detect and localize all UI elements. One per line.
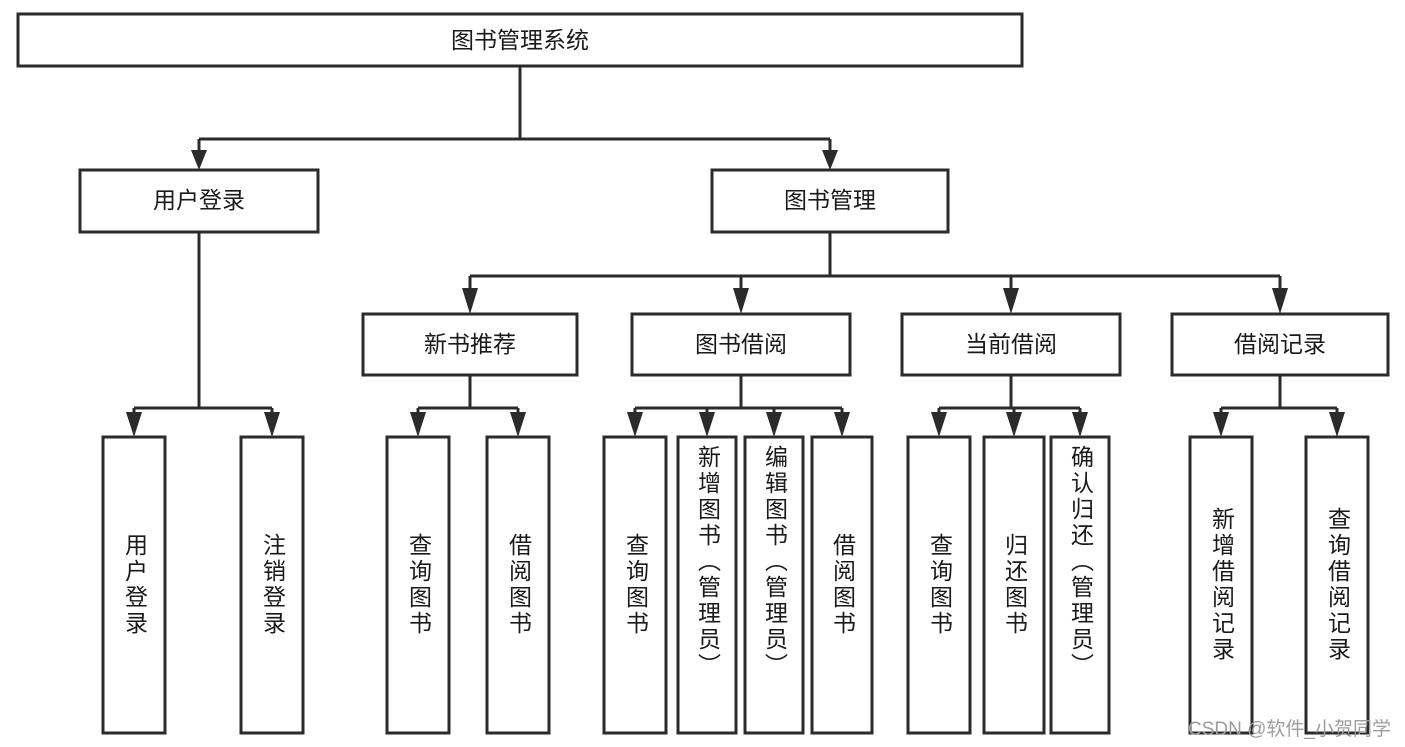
node-leaf-add-book-box[interactable]	[676, 435, 738, 735]
node-leaf-user-login-box[interactable]	[101, 435, 167, 735]
arrow-head-leaf-add-book	[699, 412, 715, 437]
node-user-login-label: 用户登录	[153, 187, 245, 213]
node-book-borrow-label: 图书借阅	[695, 331, 787, 357]
arrow-head-user-login	[191, 150, 207, 170]
node-leaf-edit-book-box[interactable]	[743, 435, 805, 735]
node-leaf-confirm-return-box[interactable]	[1049, 435, 1111, 735]
arrow-head-leaf-logout	[264, 412, 280, 437]
node-new-book-recommend-box[interactable]	[361, 312, 579, 377]
node-leaf-query-book-rec-box[interactable]	[385, 435, 451, 735]
arrow-head-leaf-return-book	[1006, 412, 1022, 437]
arrow-head-leaf-query-book-cb	[931, 412, 947, 437]
arrow-head-leaf-edit-book	[766, 412, 782, 437]
arrow-head-leaf-confirm-return	[1072, 412, 1088, 437]
node-leaf-query-record-box[interactable]	[1304, 435, 1370, 735]
arrow-head-leaf-query-record	[1329, 412, 1345, 437]
node-book-manage-label: 图书管理	[784, 187, 876, 213]
node-current-borrow-label: 当前借阅	[965, 331, 1057, 357]
node-leaf-logout-box[interactable]	[239, 435, 305, 735]
node-leaf-query-book-cb-box[interactable]	[906, 435, 972, 735]
node-leaf-borrow-book-rec-box[interactable]	[485, 435, 551, 735]
arrow-head-leaf-borrow-book-br	[834, 412, 850, 437]
node-book-borrow[interactable]: 图书借阅	[630, 312, 852, 377]
node-book-borrow-box[interactable]	[630, 312, 852, 377]
node-leaf-return-book-box[interactable]	[982, 435, 1046, 735]
node-book-manage[interactable]: 图书管理	[710, 168, 950, 234]
node-leaf-borrow-book-br-box[interactable]	[810, 435, 874, 735]
node-new-book-recommend[interactable]: 新书推荐	[361, 312, 579, 377]
arrow-head-book-borrow	[733, 288, 749, 314]
arrow-head-book-manage	[822, 150, 838, 170]
node-new-book-recommend-label: 新书推荐	[424, 331, 516, 357]
arrow-head-leaf-user-login	[126, 412, 142, 437]
arrow-head-leaf-query-book-rec	[410, 412, 426, 437]
node-leaf-query-book-br-box[interactable]	[602, 435, 668, 735]
arrow-head-new-book-recommend	[462, 288, 478, 314]
node-root-box[interactable]	[16, 12, 1024, 68]
leaf-node-group	[101, 435, 1370, 735]
node-leaf-add-record-box[interactable]	[1188, 435, 1254, 735]
arrow-head-leaf-query-book-br	[627, 412, 643, 437]
arrow-head-borrow-record	[1272, 288, 1288, 314]
node-current-borrow-box[interactable]	[900, 312, 1122, 377]
arrow-head-leaf-borrow-book-rec	[510, 412, 526, 437]
node-borrow-record[interactable]: 借阅记录	[1170, 312, 1390, 377]
node-user-login-box[interactable]	[78, 168, 320, 234]
node-root-label: 图书管理系统	[451, 27, 589, 53]
node-borrow-record-label: 借阅记录	[1234, 331, 1326, 357]
node-book-manage-box[interactable]	[710, 168, 950, 234]
node-user-login[interactable]: 用户登录	[78, 168, 320, 234]
connector-group	[126, 66, 1345, 437]
node-borrow-record-box[interactable]	[1170, 312, 1390, 377]
node-root[interactable]: 图书管理系统	[16, 12, 1024, 68]
arrow-head-current-borrow	[1003, 288, 1019, 314]
arrow-head-leaf-add-record	[1213, 412, 1229, 437]
node-current-borrow[interactable]: 当前借阅	[900, 312, 1122, 377]
